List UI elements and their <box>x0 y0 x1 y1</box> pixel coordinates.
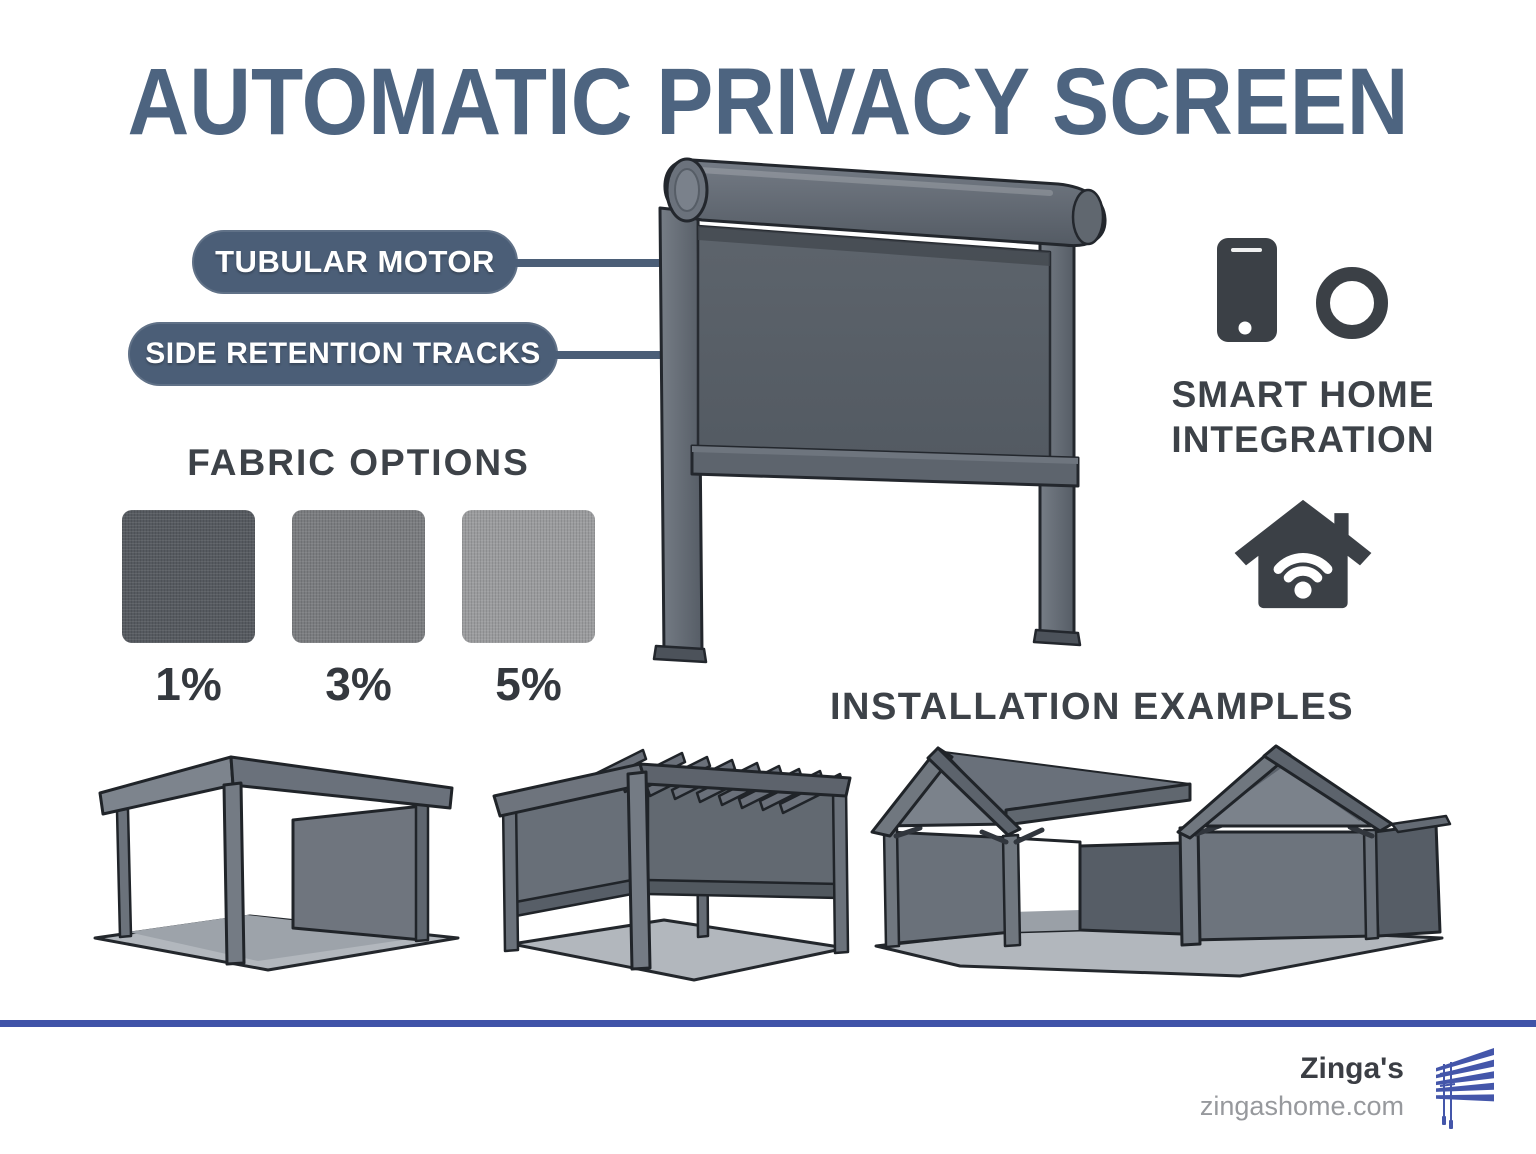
connector-line <box>548 351 668 359</box>
remote-ring-icon <box>1316 267 1388 339</box>
privacy-screen-illustration <box>652 157 1107 664</box>
footer-text: Zinga's zingashome.com <box>1200 1052 1404 1122</box>
callout-tubular-motor: TUBULAR MOTOR <box>192 230 518 294</box>
brand-name: Zinga's <box>1300 1052 1404 1085</box>
website-url: zingashome.com <box>1199 1091 1404 1121</box>
fabric-options-heading: FABRIC OPTIONS <box>187 442 530 483</box>
callout-side-retention-tracks-label: SIDE RETENTION TRACKS <box>145 337 541 370</box>
installation-examples-illustrations <box>93 744 1452 982</box>
gable-roof-structure-example <box>870 744 1452 978</box>
wifi-house-icon <box>1234 500 1372 609</box>
fabric-swatch-label: 5% <box>495 658 562 710</box>
fabric-swatch-1pct <box>122 510 255 643</box>
installation-examples-heading: INSTALLATION EXAMPLES <box>829 686 1355 728</box>
blinds-logo-icon <box>1436 1048 1494 1129</box>
fabric-swatch-labels: 1% 3% 5% <box>110 657 607 711</box>
page-title: AUTOMATIC PRIVACY SCREEN <box>127 49 1409 155</box>
smart-home-heading-line1: SMART HOME <box>1171 374 1435 415</box>
smart-home-heading-line2: INTEGRATION <box>1171 419 1435 461</box>
fabric-swatch-3pct <box>292 510 425 643</box>
smartphone-icon <box>1217 238 1277 342</box>
fabric-swatch-5pct <box>462 510 595 643</box>
tubular-motor-housing <box>663 157 1107 248</box>
fabric-swatch-label: 1% <box>155 658 222 710</box>
smart-home-section: SMART HOME INTEGRATION <box>1138 232 1468 616</box>
flat-roof-structure-example <box>93 755 460 972</box>
fabric-swatch-row <box>110 510 607 643</box>
footer: Zinga's zingashome.com <box>1200 1044 1500 1130</box>
pergola-example <box>492 748 852 982</box>
callout-side-retention-tracks: SIDE RETENTION TRACKS <box>128 322 558 386</box>
callout-tubular-motor-label: TUBULAR MOTOR <box>215 244 495 279</box>
bottom-bar <box>690 444 1080 488</box>
fabric-options-section: FABRIC OPTIONS 1% 3% 5% <box>110 442 607 711</box>
smart-home-icons <box>1215 232 1391 344</box>
fabric-swatch-label: 3% <box>325 658 392 710</box>
screen-fabric <box>696 224 1052 464</box>
footer-divider <box>0 1020 1536 1027</box>
smart-home-heading: SMART HOME INTEGRATION <box>1171 372 1434 462</box>
connector-line <box>508 259 668 267</box>
